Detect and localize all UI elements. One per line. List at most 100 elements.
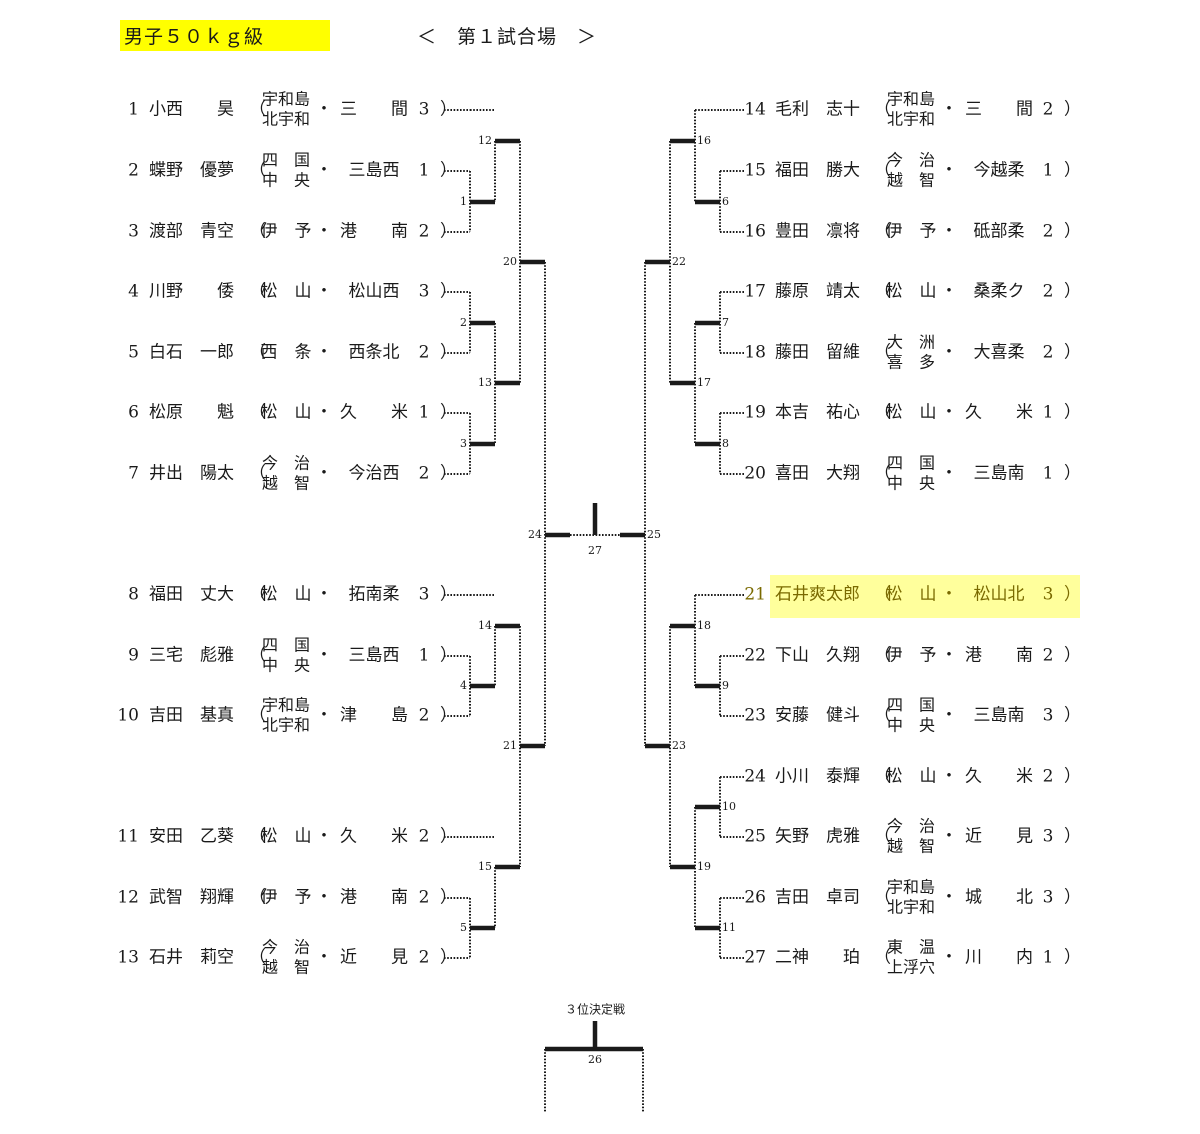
entry-name: 二神 珀 <box>775 948 860 968</box>
entry-paren: （ <box>874 585 891 605</box>
entry-paren: （ <box>874 646 891 666</box>
entry-region: 松 山 <box>261 585 312 605</box>
entry-grade: 2 <box>1043 343 1054 363</box>
entry-school: 今越柔 <box>974 161 1025 181</box>
entry-name: 石井爽太郎 <box>775 585 860 605</box>
entry-school: 三 間 <box>340 100 408 120</box>
entry-region: 越 智 <box>262 474 310 493</box>
entry-paren: （ <box>874 888 891 908</box>
entry-region: 伊 予 <box>886 222 937 242</box>
entry-region: 宇和島 <box>262 696 310 715</box>
entry-name: 小西 昊 <box>149 100 234 120</box>
entry-school: 松山北 <box>974 585 1025 605</box>
entry-seed: 11 <box>117 827 139 847</box>
entry-region: 大 洲 <box>887 333 935 352</box>
entry-sep: ・ <box>941 222 958 242</box>
match-number: 24 <box>528 528 542 541</box>
entry-region: 中 央 <box>262 171 310 190</box>
entry-school: 三島南 <box>974 464 1025 484</box>
entry-grade: 1 <box>1043 403 1054 423</box>
entry-paren: ） <box>1064 646 1081 666</box>
entry-grade: 1 <box>419 403 430 423</box>
entry-school: 三島西 <box>349 161 400 181</box>
entry-region: 伊 予 <box>261 888 312 908</box>
entry-school: 津 島 <box>340 706 408 726</box>
entry-school: 港 南 <box>340 222 408 242</box>
entry-grade: 1 <box>1043 948 1054 968</box>
entry-region: 北宇和 <box>887 898 935 917</box>
entry-name: 小川 泰輝 <box>775 767 860 787</box>
entry-school: 拓南柔 <box>349 585 400 605</box>
entry-region: 松 山 <box>886 767 937 787</box>
entry-paren: （ <box>874 100 891 120</box>
entry-grade: 2 <box>1043 646 1054 666</box>
entry-region: 今 治 <box>262 454 310 473</box>
entry-seed: 24 <box>744 767 766 787</box>
entry-grade: 1 <box>1043 464 1054 484</box>
entry-seed: 2 <box>128 161 139 181</box>
entry-grade: 1 <box>419 646 430 666</box>
entry-region: 伊 予 <box>261 222 312 242</box>
entry-sep: ・ <box>316 100 333 120</box>
entry-sep: ・ <box>941 646 958 666</box>
entry-paren: ） <box>1064 464 1081 484</box>
entry-seed: 15 <box>744 161 766 181</box>
entry-school: 砥部柔 <box>974 222 1025 242</box>
entry-school: 三島西 <box>349 646 400 666</box>
entry-seed: 13 <box>117 948 139 968</box>
entry-seed: 27 <box>744 948 766 968</box>
entry-seed: 22 <box>744 646 766 666</box>
entry-paren: （ <box>874 827 891 847</box>
match-number: 20 <box>503 255 517 268</box>
entry-sep: ・ <box>941 827 958 847</box>
entry-seed: 18 <box>744 343 766 363</box>
match-number: 6 <box>722 195 729 208</box>
entry-grade: 1 <box>419 161 430 181</box>
entry-sep: ・ <box>941 100 958 120</box>
entry-region: 中 央 <box>887 474 935 493</box>
entry-sep: ・ <box>941 161 958 181</box>
entry-grade: 2 <box>419 888 430 908</box>
match-number: 2 <box>460 316 467 329</box>
entry-name: 矢野 虎雅 <box>775 827 860 847</box>
entry-region: 四 国 <box>262 636 310 655</box>
match-number: 27 <box>588 544 602 557</box>
entry-region: 越 智 <box>887 171 935 190</box>
entry-sep: ・ <box>316 161 333 181</box>
entry-name: 下山 久翔 <box>775 646 860 666</box>
entry-name: 石井 莉空 <box>149 948 234 968</box>
entry-name: 安藤 健斗 <box>775 706 860 726</box>
entry-region: 伊 予 <box>886 646 937 666</box>
match-number: 16 <box>697 134 711 147</box>
entry-grade: 2 <box>419 464 430 484</box>
match-number: 10 <box>722 800 736 813</box>
match-number: 26 <box>588 1053 602 1066</box>
entry-paren: （ <box>874 403 891 423</box>
entry-school: 今治西 <box>349 464 400 484</box>
entry-region: 越 智 <box>262 958 310 977</box>
entry-name: 福田 勝大 <box>775 161 860 181</box>
match-number: 18 <box>697 619 711 632</box>
match-number: 7 <box>722 316 729 329</box>
match-number: 1 <box>460 195 467 208</box>
entry-seed: 25 <box>744 827 766 847</box>
entry-paren: ） <box>1064 948 1081 968</box>
entry-paren: （ <box>249 464 266 484</box>
entry-name: 豊田 凛将 <box>775 222 860 242</box>
entry-grade: 3 <box>1043 706 1054 726</box>
entry-region: 松 山 <box>886 585 937 605</box>
match-number: 8 <box>722 437 729 450</box>
entry-paren: （ <box>249 161 266 181</box>
entry-sep: ・ <box>316 888 333 908</box>
entry-name: 白石 一郎 <box>149 343 234 363</box>
entry-grade: 2 <box>419 343 430 363</box>
entry-seed: 5 <box>128 343 139 363</box>
entry-seed: 21 <box>744 585 766 605</box>
entry-paren: （ <box>874 343 891 363</box>
entry-school: 近 見 <box>965 827 1033 847</box>
entry-name: 藤原 靖太 <box>775 282 860 302</box>
entry-paren: ） <box>1064 343 1081 363</box>
entry-sep: ・ <box>941 767 958 787</box>
division-title: 男子５０ｋｇ級 <box>120 20 330 51</box>
entry-grade: 3 <box>1043 827 1054 847</box>
